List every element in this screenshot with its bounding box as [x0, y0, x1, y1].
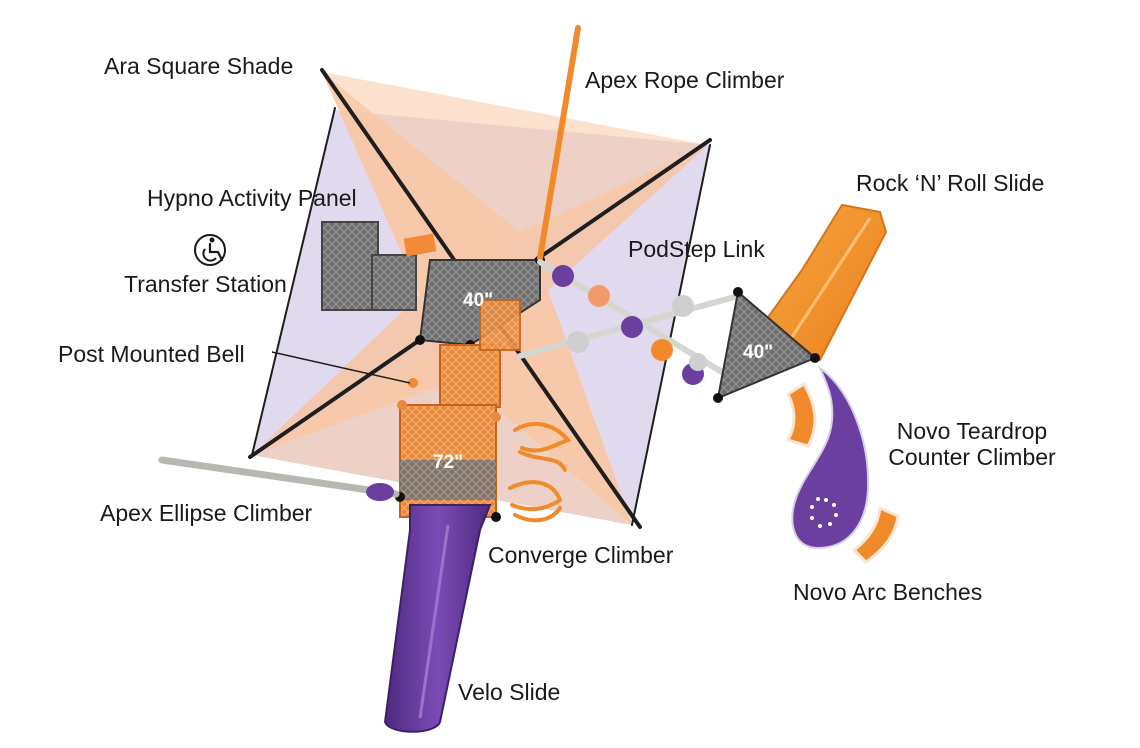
label-apex-ellipse-climber: Apex Ellipse Climber [100, 500, 313, 526]
lower-deck [395, 400, 501, 522]
velo-slide [383, 504, 492, 733]
right-deck [713, 287, 820, 403]
hypno-activity-panel [321, 221, 417, 311]
label-novo-teardrop-counter-climber: Novo Teardrop Counter Climber [872, 418, 1072, 471]
label-transfer-station: Transfer Station [124, 271, 287, 297]
label-novo-teardrop-line1: Novo Teardrop [896, 418, 1048, 444]
transfer-connector [403, 233, 437, 257]
podstep-link [517, 259, 741, 385]
wheelchair-icon [194, 234, 226, 266]
label-ara-square-shade: Ara Square Shade [104, 53, 294, 79]
novo-arc-benches [785, 381, 900, 564]
apex-ellipse-climber [158, 456, 400, 501]
apex-rope-climber [537, 25, 581, 261]
novo-teardrop-counter-climber [791, 365, 870, 550]
right-deck-height: 40" [743, 342, 773, 363]
converge-climber [508, 421, 572, 523]
label-novo-teardrop-line2: Counter Climber [888, 444, 1056, 471]
teardrop-dots [810, 497, 838, 528]
lower-deck-height: 72" [433, 452, 463, 473]
label-podstep-link: PodStep Link [628, 236, 765, 262]
upper-deck-height: 40" [463, 290, 493, 311]
label-apex-rope-climber: Apex Rope Climber [585, 67, 785, 93]
rock-n-roll-slide [764, 203, 888, 362]
post-mounted-bell [271, 351, 418, 388]
label-post-mounted-bell: Post Mounted Bell [58, 341, 245, 367]
label-hypno-activity-panel: Hypno Activity Panel [147, 185, 357, 211]
label-velo-slide: Velo Slide [458, 679, 561, 705]
label-rock-n-roll-slide: Rock ‘N’ Roll Slide [856, 170, 1045, 196]
label-novo-arc-benches: Novo Arc Benches [793, 579, 983, 605]
orange-stair [439, 299, 521, 408]
label-converge-climber: Converge Climber [488, 542, 674, 568]
